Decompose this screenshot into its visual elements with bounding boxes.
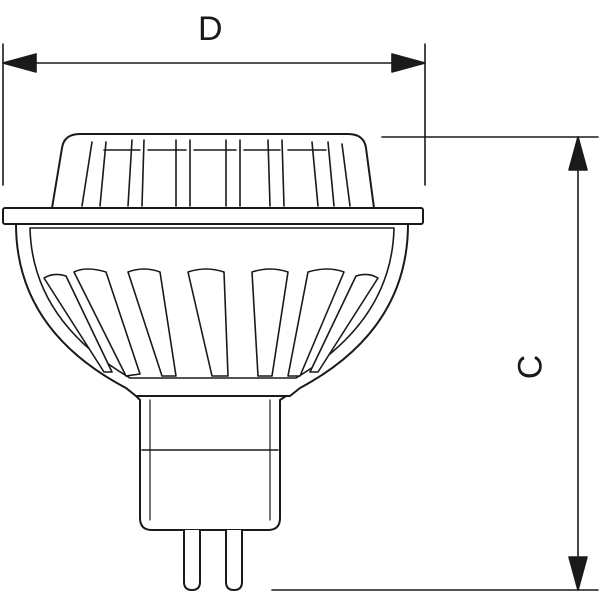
dimension-label-c: C <box>511 354 550 380</box>
lamp-rim <box>2 207 424 225</box>
dimension-d <box>2 43 426 186</box>
dim-c-arrow-bottom <box>568 556 588 591</box>
heatsink-top <box>51 133 375 209</box>
dim-d-arrow-left <box>2 53 37 73</box>
dim-d-arrow-right <box>391 53 426 73</box>
lamp-base <box>135 395 287 531</box>
dimension-c <box>271 136 599 591</box>
dimension-label-d: D <box>198 10 223 48</box>
reflector-bowl <box>15 223 409 397</box>
dim-c-arrow-top <box>568 136 588 171</box>
lamp-pins <box>183 529 243 591</box>
